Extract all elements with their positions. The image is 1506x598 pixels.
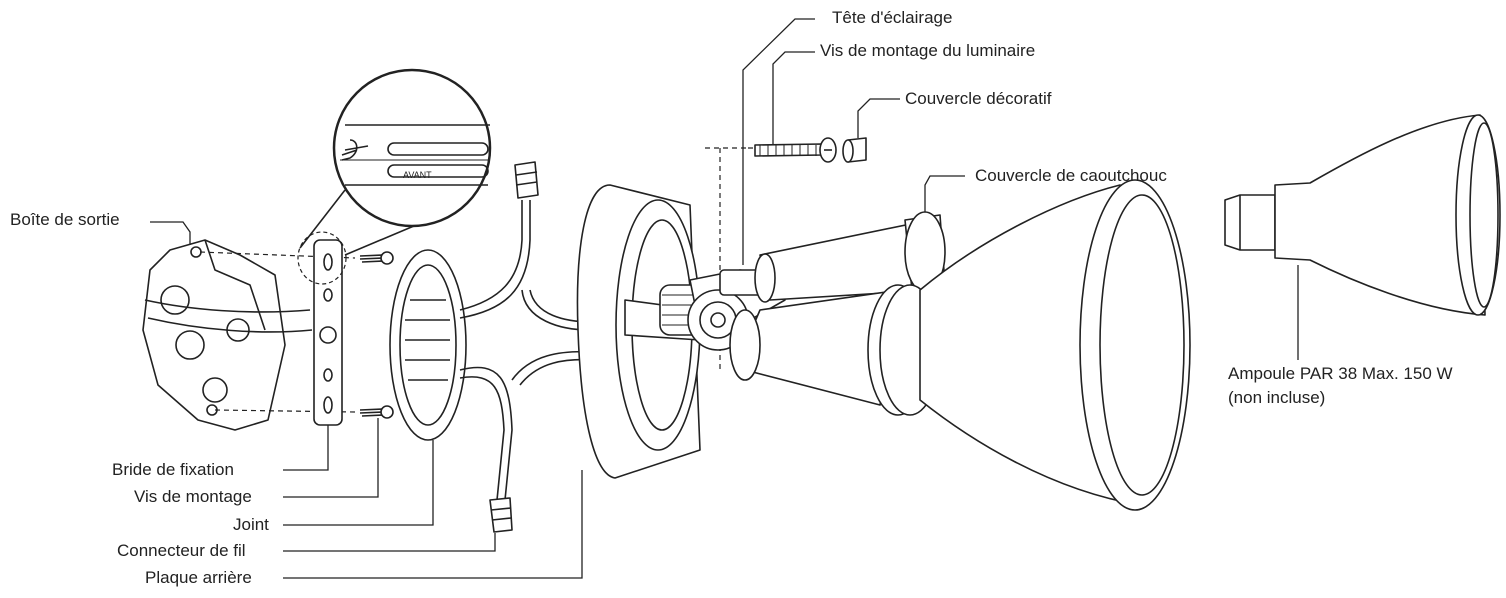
wire-connectors	[489, 161, 539, 533]
leader-lines	[150, 18, 1299, 579]
wires	[459, 200, 597, 501]
gasket	[389, 249, 467, 441]
zoom-inset-label: AVANT	[403, 170, 432, 180]
mounting-strap	[313, 239, 343, 426]
lamp-holder-lower	[729, 284, 941, 416]
lamp-holder-upper	[754, 211, 946, 303]
label-bride-fixation: Bride de fixation	[112, 460, 234, 479]
label-boite-sortie: Boîte de sortie	[10, 210, 120, 229]
label-ampoule: Ampoule PAR 38 Max. 150 W	[1228, 364, 1453, 383]
label-tete-eclairage: Tête d'éclairage	[832, 8, 953, 27]
label-vis-montage-luminaire: Vis de montage du luminaire	[820, 41, 1036, 60]
label-couvercle-decoratif: Couvercle décoratif	[905, 89, 1052, 108]
mounting-screws	[359, 251, 394, 419]
zoom-marker	[297, 231, 347, 285]
label-vis-montage: Vis de montage	[134, 487, 252, 506]
reflector-shade	[919, 179, 1191, 511]
zoom-inset	[299, 68, 492, 256]
decorative-cap	[842, 137, 867, 163]
label-plaque-arriere: Plaque arrière	[145, 568, 252, 587]
label-joint: Joint	[233, 515, 269, 534]
label-ampoule-note: (non incluse)	[1228, 388, 1326, 407]
outlet-box	[142, 239, 313, 431]
label-couvercle-caoutchouc: Couvercle de caoutchouc	[975, 166, 1167, 185]
par38-bulb	[1224, 114, 1501, 316]
fixture-mounting-screw	[754, 137, 837, 163]
label-connecteur-fil: Connecteur de fil	[117, 541, 246, 560]
